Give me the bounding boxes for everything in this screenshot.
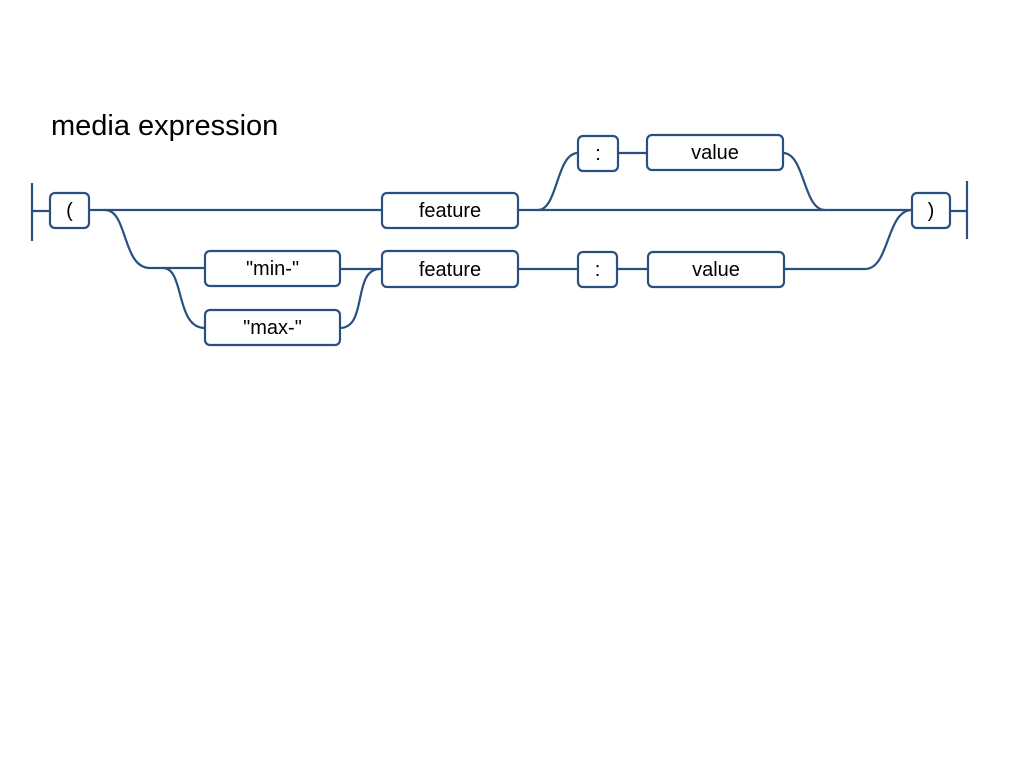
node-value-ranged-label: value [692,259,740,281]
start-terminator [30,183,50,241]
node-colon-ranged: : [576,250,619,289]
node-value-optional-label: value [691,142,739,164]
node-colon-optional-label: : [595,143,601,165]
node-open-paren: ( [48,191,91,230]
node-colon-optional: : [576,134,620,173]
node-prefix-max-label: "max-" [243,317,302,339]
end-terminator [950,181,969,239]
node-feature-main-label: feature [419,200,481,222]
optional-value-branch [537,151,826,212]
node-colon-ranged-label: : [595,259,601,281]
diagram-title: media expression [51,110,279,142]
range-branch [104,208,913,330]
node-prefix-max: "max-" [203,308,342,347]
node-feature-ranged-label: feature [419,259,481,281]
node-close-paren: ) [910,191,952,230]
node-prefix-min: "min-" [203,249,342,288]
node-close-paren-label: ) [928,200,935,222]
node-value-ranged: value [646,250,786,289]
node-open-paren-label: ( [66,200,73,222]
node-feature-main: feature [380,191,520,230]
node-feature-ranged: feature [380,249,520,289]
node-prefix-min-label: "min-" [246,258,299,280]
node-value-optional: value [645,133,785,172]
